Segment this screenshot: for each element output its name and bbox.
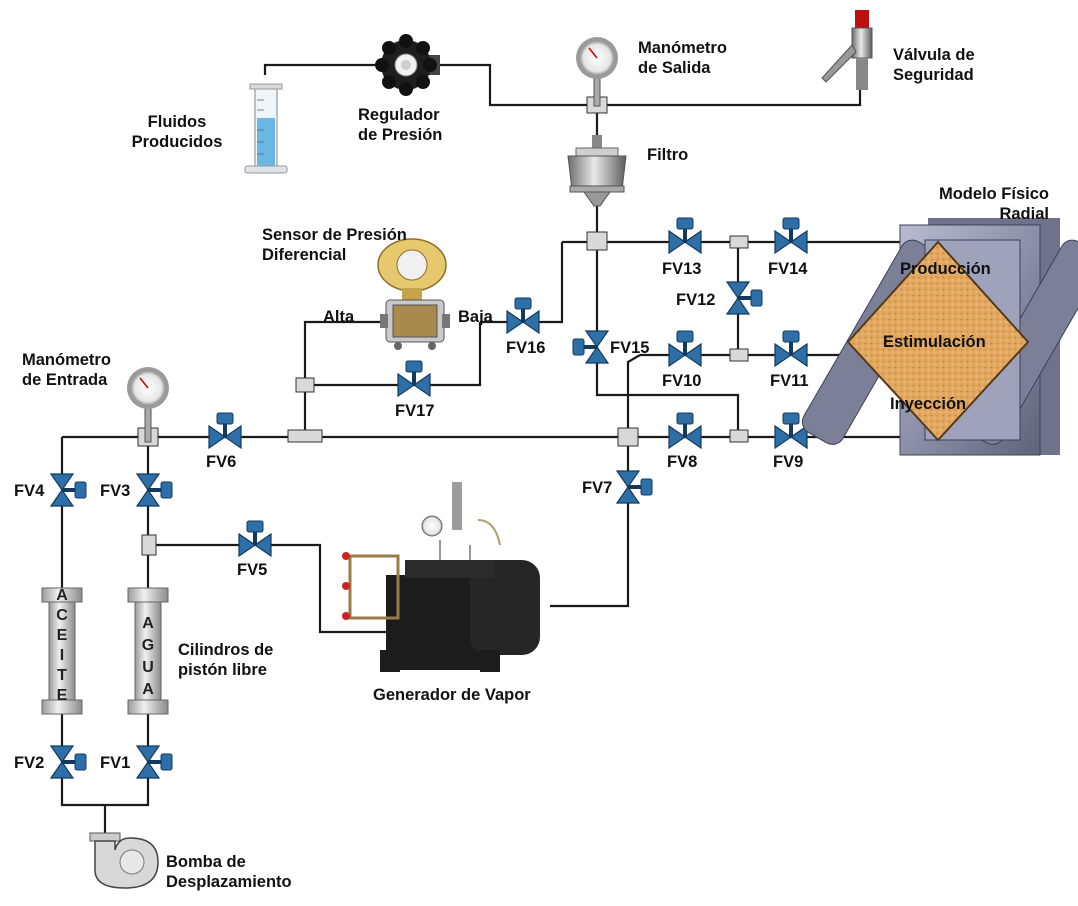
label-fv7: FV7 xyxy=(582,479,613,497)
tee-fitting-alta xyxy=(295,377,315,393)
label-fv13: FV13 xyxy=(662,260,702,278)
aceite-letter: E xyxy=(57,687,68,704)
aceite-letter: A xyxy=(56,587,68,604)
valve-fv5[interactable] xyxy=(238,520,272,558)
valve-fv16[interactable] xyxy=(506,297,540,335)
valve-fv9[interactable] xyxy=(774,412,808,450)
valve-fv2[interactable] xyxy=(49,745,87,779)
label-fv3: FV3 xyxy=(100,482,131,500)
label-estimulacion: Estimulación xyxy=(883,333,986,351)
oil-cylinder-icon xyxy=(41,587,83,715)
cross-fitting-filter xyxy=(586,231,608,251)
safety-valve-icon xyxy=(821,10,873,90)
pipe-network xyxy=(60,63,940,835)
aceite-letter: E xyxy=(57,627,68,644)
label-fv12: FV12 xyxy=(676,291,716,309)
water-cylinder-icon xyxy=(127,587,169,715)
label-fv11: FV11 xyxy=(770,372,809,390)
outlet-pressure-gauge-icon xyxy=(576,37,618,107)
agua-letter: U xyxy=(142,659,154,676)
label-baja: Baja xyxy=(458,308,493,326)
valve-fv8[interactable] xyxy=(668,412,702,450)
graduated-cylinder-icon xyxy=(244,83,288,174)
label-fv9: FV9 xyxy=(773,453,804,471)
pressure-regulator-icon xyxy=(375,34,440,96)
label-fv10: FV10 xyxy=(662,372,702,390)
agua-letter: A xyxy=(142,615,154,632)
tee-fitting-fv12-bottom xyxy=(729,348,749,362)
label-produccion: Producción xyxy=(900,260,991,278)
valve-fv1[interactable] xyxy=(135,745,173,779)
displacement-pump-icon xyxy=(89,832,159,889)
fittings xyxy=(137,96,749,556)
label-fv8: FV8 xyxy=(667,453,698,471)
cross-fitting-fv7 xyxy=(617,427,639,447)
aceite-letter: C xyxy=(56,607,68,624)
valve-fv6[interactable] xyxy=(208,412,242,450)
label-fv2: FV2 xyxy=(14,754,45,772)
valve-fv13[interactable] xyxy=(668,217,702,255)
valve-fv3[interactable] xyxy=(135,473,173,507)
valve-fv15[interactable] xyxy=(572,330,610,364)
valve-fv14[interactable] xyxy=(774,217,808,255)
label-fv4: FV4 xyxy=(14,482,45,500)
radial-physical-model-icon xyxy=(801,218,1078,456)
valve-group xyxy=(49,217,808,779)
tee-fitting-fv12-top xyxy=(729,235,749,249)
label-generador-vapor: Generador de Vapor xyxy=(373,686,531,704)
valve-fv17[interactable] xyxy=(397,360,431,398)
tee-fitting-fv9 xyxy=(729,429,749,443)
tee-fitting-main xyxy=(287,429,323,443)
valve-fv10[interactable] xyxy=(668,330,702,368)
differential-pressure-sensor-icon xyxy=(377,238,450,350)
label-fv17: FV17 xyxy=(395,402,435,420)
inlet-pressure-gauge-icon xyxy=(127,367,169,443)
valve-fv12[interactable] xyxy=(725,281,763,315)
valve-fv4[interactable] xyxy=(49,473,87,507)
label-fv6: FV6 xyxy=(206,453,237,471)
label-alta: Alta xyxy=(323,308,355,326)
label-fv15: FV15 xyxy=(610,339,650,357)
label-fv16: FV16 xyxy=(506,339,546,357)
valve-fv11[interactable] xyxy=(774,330,808,368)
steam-generator-icon xyxy=(342,482,540,672)
label-filtro: Filtro xyxy=(647,146,689,164)
label-fv14: FV14 xyxy=(768,260,808,278)
agua-letter: G xyxy=(142,637,154,654)
tee-fitting-fv5 xyxy=(141,534,157,556)
valve-fv7[interactable] xyxy=(615,470,653,504)
label-inyeccion: Inyección xyxy=(890,395,967,413)
label-fv5: FV5 xyxy=(237,561,268,579)
aceite-letter: I xyxy=(60,647,64,664)
aceite-letter: T xyxy=(57,667,67,684)
label-fv1: FV1 xyxy=(100,754,131,772)
agua-letter: A xyxy=(142,681,154,698)
filter-icon xyxy=(567,135,627,207)
